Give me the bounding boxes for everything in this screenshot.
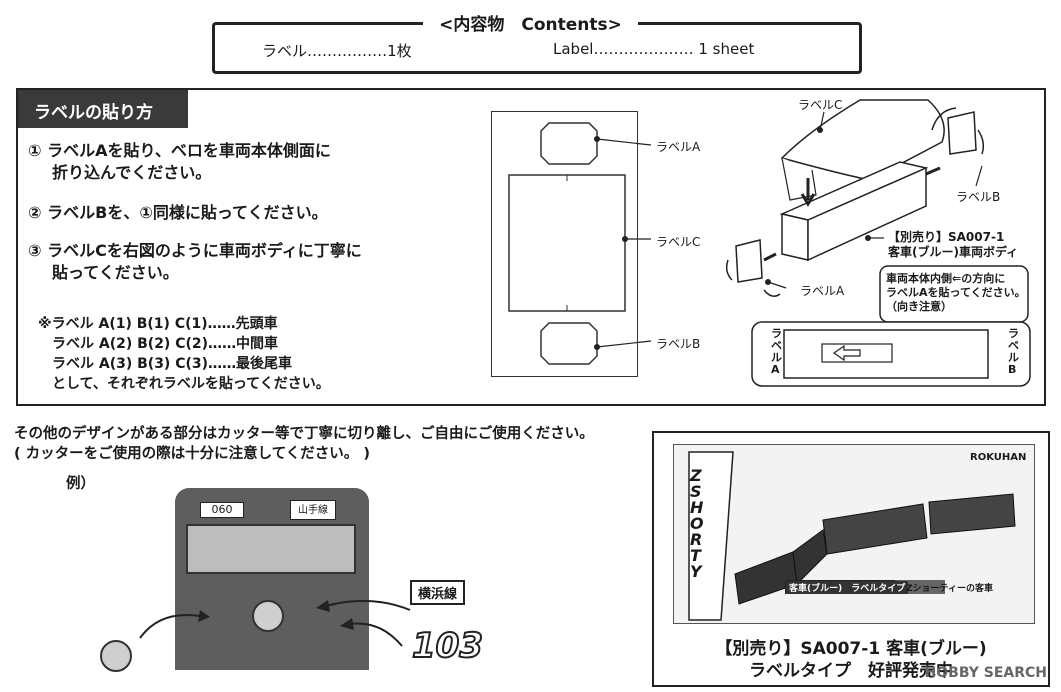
step-2: ② ラベルBを、①同様に貼ってください。 [28,203,328,222]
note-line-1: ※ラベル A(1) B(1) C(1)‥‥‥先頭車 [38,316,278,332]
example-label: 例） [66,476,95,492]
product-train-drawing [688,451,1016,621]
product-frame [652,431,1050,687]
contents-item-jp: ラベル‥‥‥‥‥‥‥‥1枚 [262,42,412,60]
step-1-line-1: ① ラベルAを貼り、ベロを車両本体側面に [28,141,331,160]
assembly-label-c: ラベルC [798,98,843,112]
train-front-illustration [175,488,369,670]
contents-title: <内容物 Contents> [0,10,1061,35]
step-3-line-2: 貼ってください。 [52,263,179,282]
rokuhan-logo: ROKUHAN [970,452,1027,463]
bottom-note-1: その他のデザインがある部分はカッター等で丁寧に切り離し、ご自由にご使用ください。 [14,426,594,442]
train-emblem [252,600,284,632]
assembly-label-a: ラベルA [800,284,845,298]
body-line-1: 【別売り】SA007-1 [888,230,1005,244]
inner-line-3: （向き注意） [886,300,952,313]
contents-item-en: Label‥‥‥‥‥‥‥‥‥‥ 1 sheet [553,40,755,58]
box-tag: Zショーティーの客車 [906,584,993,594]
inner-line-1: 車両本体内側⇐の方向に [886,272,1006,285]
watermark: HOBBY SEARCH [924,665,1047,681]
body-line-2: 客車(ブルー)車両ボディ [888,245,1019,259]
label-sheet-diagram [491,111,638,377]
sheet-label-b: ラベルB [656,337,701,351]
inner-instruction: 車両本体内側⇐の方向に ラベルAを貼ってください。 （向き注意） [886,272,1026,314]
assembly-diagram [725,99,1031,387]
step-1-line-2: 折り込んでください。 [52,163,212,182]
note-line-3: ラベル A(3) B(3) C(3)‥‥‥最後尾車 [52,356,293,372]
product-line-2: ラベルタイプ 好評発売中 [749,661,953,681]
sheet-label-c: ラベルC [656,235,701,249]
train-windshield [186,524,356,574]
side-label-a: ラベルA [771,327,782,376]
zshorty-logo: Z SHORTY [690,466,704,581]
number-103: 103 [411,625,484,667]
sheet-label-a: ラベルA [656,140,701,154]
example-arrows [139,599,411,647]
note-line-4: として、それぞれラベルを貼ってください。 [52,376,330,392]
inner-line-2: ラベルAを貼ってください。 [886,286,1026,299]
train-number-plate: 060 [200,502,244,518]
spare-emblem [100,640,132,672]
assembly-label-b: ラベルB [956,190,1001,204]
destination-sign: 山手線 [290,500,336,520]
label-sheet-shapes [508,122,652,365]
box-item-label: 客車(ブルー) ラベルタイプ [786,581,909,594]
bottom-note-2: ( カッターをご使用の際は十分に注意してください。 ) [14,446,370,462]
side-label-b: ラベルB [1008,327,1019,376]
instruction-panel [16,88,1046,406]
yokohama-line-label: 横浜線 [410,580,466,605]
howto-title: ラベルの貼り方 [18,90,188,128]
step-3-line-1: ③ ラベルCを右図のように車両ボディに丁寧に [28,241,362,260]
note-line-2: ラベル A(2) B(2) C(2)‥‥‥中間車 [52,336,279,352]
product-line-1: 【別売り】SA007-1 客車(ブルー) [715,639,987,659]
